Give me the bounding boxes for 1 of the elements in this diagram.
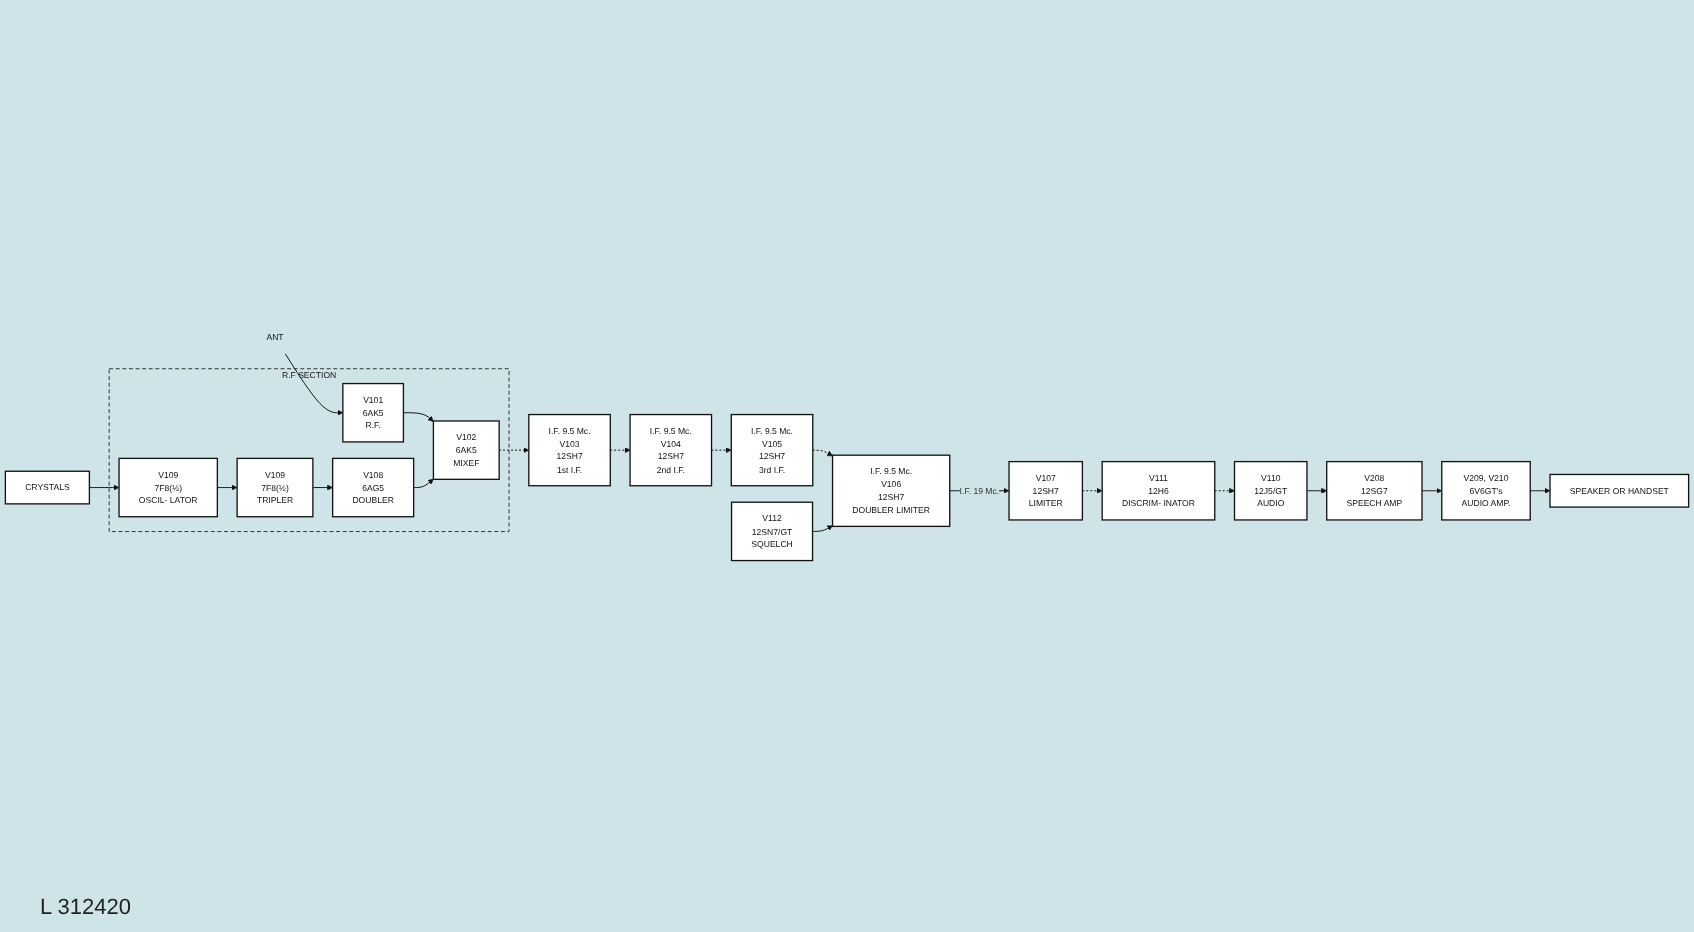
drawing-number: L 312420: [40, 896, 131, 920]
